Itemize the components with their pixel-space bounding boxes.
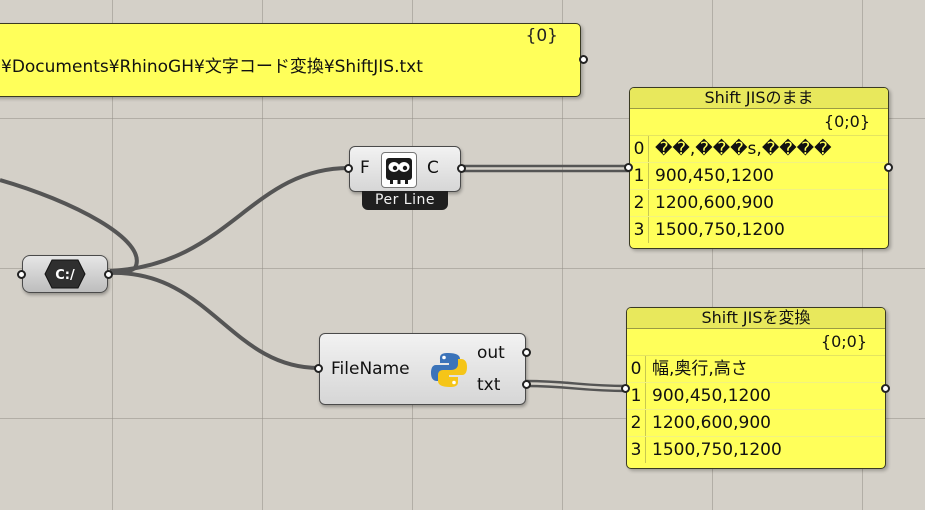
python-component[interactable]: FileName out txt — [319, 333, 526, 405]
path-panel-output-grip[interactable] — [579, 55, 588, 64]
file-path-panel[interactable]: {0} ¥Documents¥RhinoGH¥文字コード変換¥ShiftJIS.… — [0, 23, 581, 97]
panel-title: Shift JISのまま — [630, 88, 888, 109]
wire-filepath-to-python — [109, 270, 320, 370]
wire-python-to-panel-2 — [525, 384, 628, 393]
panel-path-index: {0;0} — [630, 109, 888, 136]
panel-title: Shift JISを変換 — [627, 308, 885, 329]
read-file-input-label: F — [360, 158, 370, 178]
python-output-grip-out[interactable] — [522, 348, 531, 357]
python-output-label-out: out — [477, 343, 505, 363]
read-file-input-grip[interactable] — [344, 164, 353, 173]
python-input-grip[interactable] — [314, 364, 323, 373]
file-path-icon: C:/ — [44, 259, 86, 289]
list-item: 0��,���s,���� — [630, 136, 888, 162]
read-file-component[interactable]: F C — [349, 146, 461, 192]
file-path-component[interactable]: C:/ — [22, 255, 108, 293]
panel-converted-input-grip[interactable] — [621, 384, 630, 393]
python-logo-icon — [430, 351, 468, 389]
panel-path-index: {0} — [525, 26, 558, 46]
svg-text:C:/: C:/ — [55, 268, 75, 283]
read-file-mode-tag[interactable]: Per Line — [362, 191, 448, 210]
python-output-grip-txt[interactable] — [522, 380, 531, 389]
panel-raw-output-grip[interactable] — [884, 163, 893, 172]
panel-raw-input-grip[interactable] — [624, 163, 633, 172]
panel-converted-output-grip[interactable] — [881, 384, 890, 393]
read-file-output-label: C — [427, 158, 439, 178]
panel-path-text: ¥Documents¥RhinoGH¥文字コード変換¥ShiftJIS.txt — [1, 57, 423, 77]
python-output-label-txt: txt — [477, 375, 501, 395]
read-file-eyes-icon — [381, 152, 417, 188]
file-path-input-grip[interactable] — [17, 270, 26, 279]
wire-filepath-to-readfile — [109, 166, 350, 273]
file-path-output-grip[interactable] — [104, 270, 113, 279]
panel-path-index: {0;0} — [627, 329, 885, 356]
python-input-label: FileName — [331, 359, 410, 379]
read-file-output-grip[interactable] — [457, 164, 466, 173]
wire-python-to-panel — [525, 379, 628, 388]
